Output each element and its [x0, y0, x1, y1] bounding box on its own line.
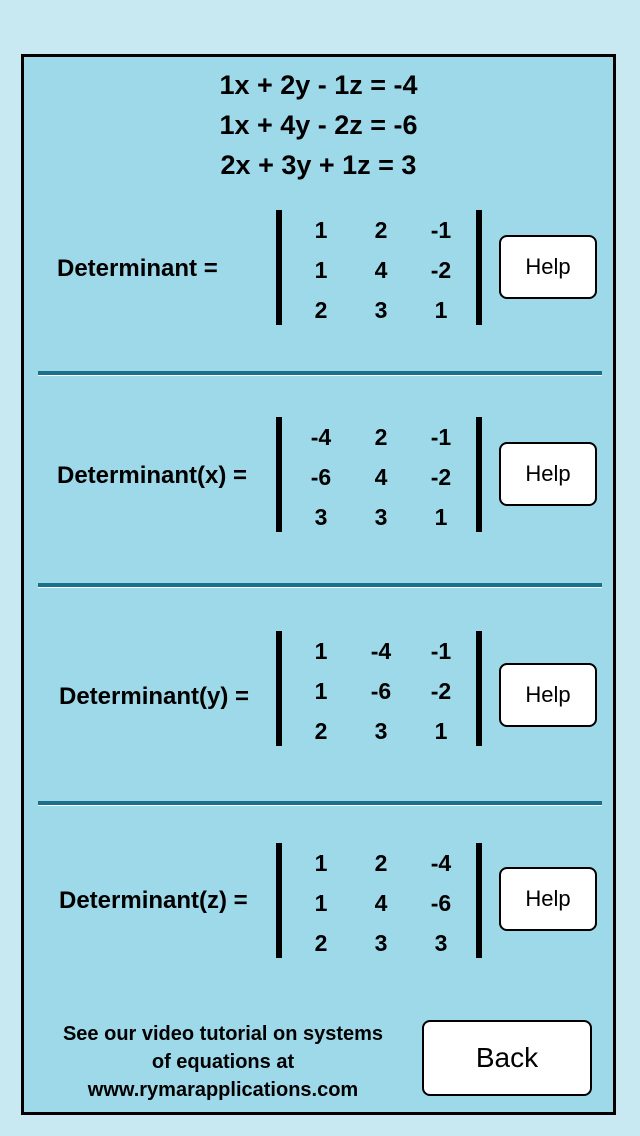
main-panel: 1x + 2y - 1z = -4 1x + 4y - 2z = -6 2x +…	[21, 54, 616, 1115]
matrix-cell: 2	[314, 718, 328, 744]
matrix-cell: -6	[370, 678, 392, 704]
tutorial-info: See our video tutorial on systems of equ…	[32, 1020, 414, 1104]
matrix-cell: 2	[314, 930, 328, 956]
matrix-cell: -6	[430, 890, 452, 916]
matrix-cell: -4	[430, 850, 452, 876]
matrix-left-bar	[276, 631, 282, 746]
matrix-left-bar	[276, 210, 282, 325]
determinant-y-label: Determinant(y) =	[59, 683, 250, 710]
determinant-y-matrix: 1 -4 -1 1 -6 -2 2 3 1	[276, 631, 482, 746]
section-divider	[38, 371, 602, 376]
matrix-left-bar	[276, 843, 282, 958]
matrix-cell: 2	[374, 850, 388, 876]
matrix-cell: 4	[374, 464, 388, 490]
matrix-cell: 1	[314, 678, 328, 704]
matrix-cell: 1	[434, 718, 448, 744]
matrix-cell: 1	[314, 638, 328, 664]
back-button[interactable]: Back	[422, 1020, 592, 1096]
section-divider	[38, 801, 602, 806]
matrix-cell: 3	[374, 297, 388, 323]
matrix-cell: 3	[314, 504, 328, 530]
determinant-z-matrix: 1 2 -4 1 4 -6 2 3 3	[276, 843, 482, 958]
matrix-cell: 4	[374, 890, 388, 916]
matrix-cell: -4	[370, 638, 392, 664]
section-divider	[38, 583, 602, 588]
matrix-cell: 3	[374, 504, 388, 530]
matrix-cell: 1	[314, 850, 328, 876]
matrix-cell: 2	[314, 297, 328, 323]
matrix-cell: 3	[374, 930, 388, 956]
help-button[interactable]: Help	[499, 235, 597, 299]
matrix-cell: -4	[310, 424, 332, 450]
matrix-cell: -1	[430, 638, 452, 664]
determinant-x-matrix: -4 2 -1 -6 4 -2 3 3 1	[276, 417, 482, 532]
determinant-z-label: Determinant(z) =	[59, 887, 248, 914]
determinant-matrix: 1 2 -1 1 4 -2 2 3 1	[276, 210, 482, 325]
equation-2: 1x + 4y - 2z = -6	[219, 110, 418, 140]
matrix-cell: 3	[434, 930, 448, 956]
matrix-right-bar	[476, 417, 482, 532]
matrix-cell: 2	[374, 217, 388, 243]
help-button[interactable]: Help	[499, 663, 597, 727]
matrix-cell: 1	[314, 890, 328, 916]
matrix-cell: 2	[374, 424, 388, 450]
tutorial-line-2: of equations at	[151, 1051, 295, 1073]
matrix-right-bar	[476, 210, 482, 325]
matrix-cell: -1	[430, 424, 452, 450]
determinant-x-label: Determinant(x) =	[57, 462, 248, 489]
tutorial-line-1: See our video tutorial on systems	[62, 1023, 384, 1045]
matrix-cell: -2	[430, 257, 452, 283]
help-button[interactable]: Help	[499, 442, 597, 506]
help-button[interactable]: Help	[499, 867, 597, 931]
matrix-cell: -1	[430, 217, 452, 243]
equation-3: 2x + 3y + 1z = 3	[220, 150, 417, 180]
equation-1: 1x + 2y - 1z = -4	[219, 70, 418, 100]
matrix-cell: 1	[314, 217, 328, 243]
matrix-cell: -2	[430, 678, 452, 704]
matrix-cell: 1	[434, 297, 448, 323]
matrix-cell: 4	[374, 257, 388, 283]
matrix-cell: 3	[374, 718, 388, 744]
matrix-left-bar	[276, 417, 282, 532]
matrix-cell: 1	[434, 504, 448, 530]
matrix-cell: -6	[310, 464, 332, 490]
matrix-cell: 1	[314, 257, 328, 283]
matrix-right-bar	[476, 843, 482, 958]
tutorial-link[interactable]: www.rymarapplications.com	[87, 1079, 359, 1101]
matrix-cell: -2	[430, 464, 452, 490]
determinant-label: Determinant =	[57, 255, 218, 282]
matrix-right-bar	[476, 631, 482, 746]
